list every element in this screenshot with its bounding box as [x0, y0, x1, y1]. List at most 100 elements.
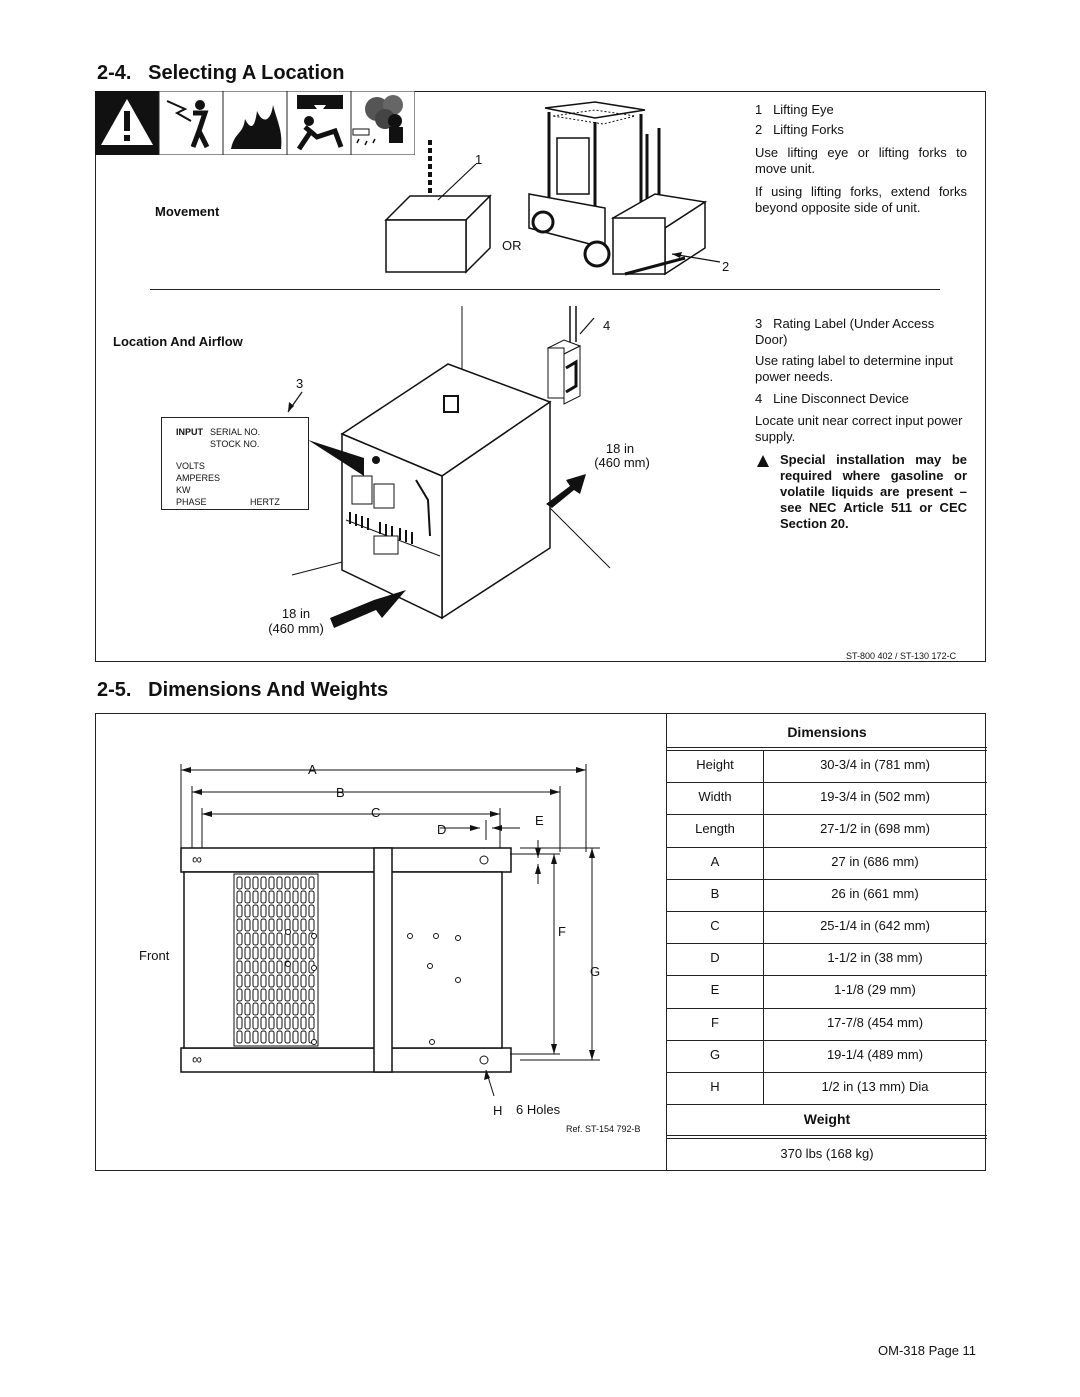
row-label: E: [710, 982, 720, 998]
dim-label-d: D: [437, 822, 447, 837]
row-label: D: [710, 950, 720, 966]
dim-label-f: F: [558, 924, 566, 939]
louver-slot: [284, 974, 291, 988]
louver-slot: [252, 960, 259, 974]
louver-slot: [236, 918, 243, 932]
louver-slot: [244, 932, 251, 946]
louver-slot: [308, 890, 315, 904]
louver-slot: [284, 876, 291, 890]
louver-slot: [236, 1002, 243, 1016]
louver-slot: [300, 974, 307, 988]
louver-slot: [236, 974, 243, 988]
louver-slot: [252, 1002, 259, 1016]
clearance-front-in: 18 in: [281, 606, 311, 621]
louver-slot: [252, 918, 259, 932]
table-rule: [667, 750, 987, 751]
louver-slot: [300, 932, 307, 946]
row-label: A: [710, 853, 720, 869]
column-divider: [763, 879, 764, 912]
row-value: 17-7/8 (454 mm): [826, 1014, 924, 1030]
row-value: 19-3/4 in (502 mm): [820, 789, 930, 805]
louver-slot: [244, 960, 251, 974]
louver-slot: [276, 932, 283, 946]
louver-slot: [260, 1016, 267, 1030]
louver-slot: [252, 946, 259, 960]
louver-slot: [260, 960, 267, 974]
louver-slot: [292, 974, 299, 988]
louver-slot: [284, 890, 291, 904]
louver-slot: [300, 918, 307, 932]
column-divider: [763, 815, 764, 848]
louver-slot: [236, 988, 243, 1002]
location-panel: [95, 91, 986, 662]
holes-label: 6 Holes: [516, 1102, 561, 1117]
louver-slot: [260, 974, 267, 988]
rating-hertz: HERTZ: [250, 497, 280, 507]
column-divider: [763, 976, 764, 1009]
row-label: C: [710, 918, 720, 933]
louver-slot: [268, 1030, 275, 1044]
callout-1: 1: [475, 152, 483, 167]
row-label: Length: [695, 821, 735, 837]
note-item-1: 1 Lifting Eye: [755, 102, 834, 117]
section2-ref: Ref. ST-154 792-B: [566, 1124, 641, 1134]
clearance-right-in: 18 in: [605, 441, 635, 456]
louver-slot: [268, 1016, 275, 1030]
row-label: Width: [698, 789, 732, 805]
louver-slot: [244, 1016, 251, 1030]
callout-2-arrow: [671, 252, 721, 263]
louver-slot: [300, 890, 307, 904]
dim-label-a: A: [308, 762, 317, 777]
row-label: B: [710, 885, 720, 901]
row-value: 25-1/4 in (642 mm): [820, 918, 930, 933]
rating-amperes: AMPERES: [176, 473, 221, 483]
louver-slot: [268, 918, 275, 932]
section1-ref: ST-800 402 / ST-130 172-C: [846, 651, 957, 661]
column-divider: [763, 1073, 764, 1106]
row-label: F: [711, 1014, 719, 1030]
louver-slot: [236, 890, 243, 904]
louver-slot: [276, 1002, 283, 1016]
louver-slot: [300, 988, 307, 1002]
welder-corner-drawing: [291, 306, 611, 628]
louver-slot: [260, 876, 267, 890]
louver-slot: [292, 1002, 299, 1016]
row-value: 19-1/4 (489 mm): [826, 1046, 924, 1062]
rating-label-box: INPUT SERIAL NO. STOCK NO. VOLTS AMPERES…: [161, 417, 309, 510]
rating-phase: PHASE: [176, 497, 207, 507]
row-value: 26 in (661 mm): [831, 885, 919, 901]
table-row: B 26 in (661 mm): [667, 879, 987, 912]
dim-label-e: E: [535, 813, 544, 828]
louver-slot: [268, 876, 275, 890]
louver-slot: [244, 890, 251, 904]
table-row: Width 19-3/4 in (502 mm): [667, 783, 987, 816]
note-p2: If using lifting forks, extend forks bey…: [755, 184, 967, 215]
hazard-icons-svg: [95, 91, 415, 155]
louver-slot: [284, 960, 291, 974]
louver-slot: [276, 876, 283, 890]
column-divider: [763, 944, 764, 977]
dimensions-panel: [95, 713, 986, 1171]
table-rule: [667, 1135, 987, 1136]
louver-slot: [268, 1002, 275, 1016]
louver-slot: [292, 876, 299, 890]
row-label: H: [710, 1079, 720, 1094]
louver-slot: [252, 974, 259, 988]
louver-slot: [244, 1002, 251, 1016]
weight-value: 370 lbs (168 kg): [780, 1146, 874, 1161]
forklift-drawing: [528, 101, 708, 276]
row-value: 30-3/4 in (781 mm): [820, 757, 930, 772]
callout-3-arrow: [287, 391, 303, 413]
section-title-dimensions-weights: 2-5. Dimensions And Weights: [97, 679, 389, 701]
louver-slot: [308, 1002, 315, 1016]
louver-slot: [300, 960, 307, 974]
louver-slot: [252, 904, 259, 918]
louver-slot: [292, 988, 299, 1002]
louver-slot: [260, 904, 267, 918]
louver-slot: [244, 918, 251, 932]
louver-slot: [236, 876, 243, 890]
